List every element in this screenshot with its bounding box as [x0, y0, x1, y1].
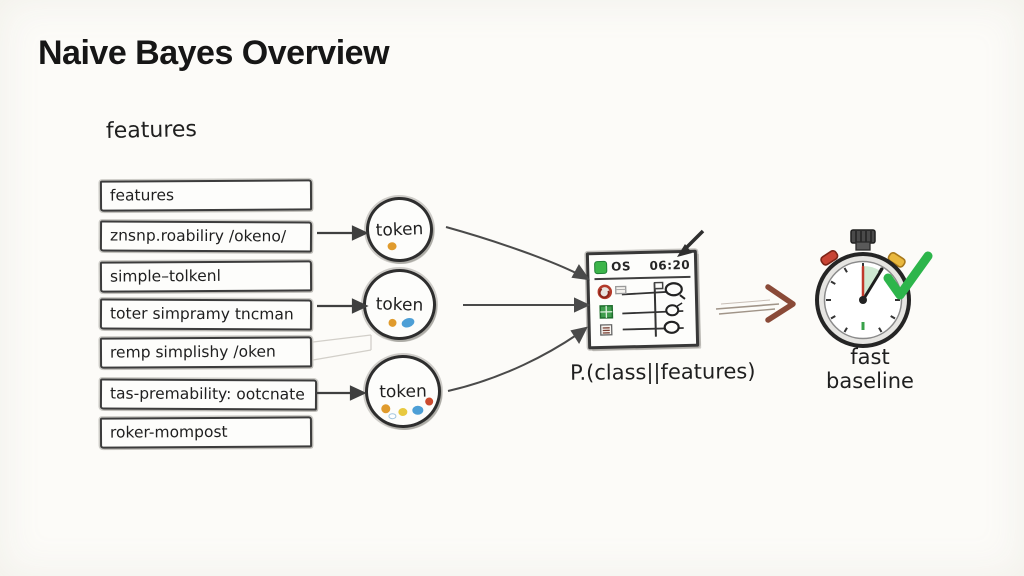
- feature-box: features: [99, 179, 313, 212]
- feature-box: tas-premability: ootcnate: [99, 378, 318, 411]
- marker-icon: [663, 320, 680, 334]
- probability-table-panel: OS 06:20: [585, 249, 700, 350]
- token-label: token: [379, 381, 427, 402]
- prohibit-icon: [597, 284, 613, 300]
- formula-label: P.(class||features): [569, 359, 756, 385]
- token-circle: token: [364, 195, 435, 264]
- arrow-icon: [715, 284, 796, 323]
- token-dot-icon: [388, 318, 397, 327]
- token-dot-icon: [398, 407, 408, 417]
- feature-box: toter simpramy tncman: [99, 298, 313, 331]
- window-icon: [615, 285, 627, 295]
- stopwatch-crown: [850, 229, 876, 244]
- axis-line: [653, 282, 657, 337]
- grid-icon: [599, 304, 614, 319]
- token-label: token: [375, 293, 424, 316]
- result-label: fast baseline: [826, 345, 914, 393]
- panel-header-right: 06:20: [649, 257, 691, 273]
- marker-icon: [664, 282, 683, 297]
- stopwatch-wedge: [863, 266, 880, 300]
- token-dot-icon: [425, 397, 434, 406]
- stopwatch-pusher-yellow: [887, 251, 906, 268]
- features-label: features: [105, 117, 198, 144]
- arrow-icon: [316, 225, 369, 401]
- token-dot-icon: [412, 405, 424, 415]
- feature-box: remp simplishy /oken: [99, 336, 313, 369]
- token-dot-icon: [388, 413, 397, 420]
- arrow-icon: [445, 226, 591, 392]
- token-label: token: [375, 218, 424, 241]
- token-circle: token: [362, 268, 437, 341]
- panel-header-left: OS: [611, 259, 632, 274]
- panel-rows-chart: [597, 281, 686, 337]
- checkmark-icon: [883, 251, 933, 300]
- token-circle: token: [364, 354, 442, 429]
- feature-box: roker-mompost: [99, 416, 313, 449]
- token-dot-icon: [387, 242, 397, 251]
- panel-header: OS 06:20: [593, 255, 691, 281]
- minute-hand: [861, 267, 884, 302]
- funnel-sketch: [312, 334, 372, 361]
- token-dot-icon: [400, 316, 416, 330]
- page-title: Naive Bayes Overview: [38, 34, 390, 72]
- marker-icon: [665, 304, 680, 317]
- axis-flag-icon: [653, 281, 664, 290]
- token-dot-icon: [381, 404, 391, 414]
- feature-box: znsnp.roabiliry /okeno/: [99, 220, 313, 253]
- list-icon: [599, 324, 613, 336]
- stopwatch-pusher-red: [820, 249, 839, 266]
- app-badge-icon: [594, 260, 608, 274]
- feature-box: simple–tolkenl: [99, 260, 313, 293]
